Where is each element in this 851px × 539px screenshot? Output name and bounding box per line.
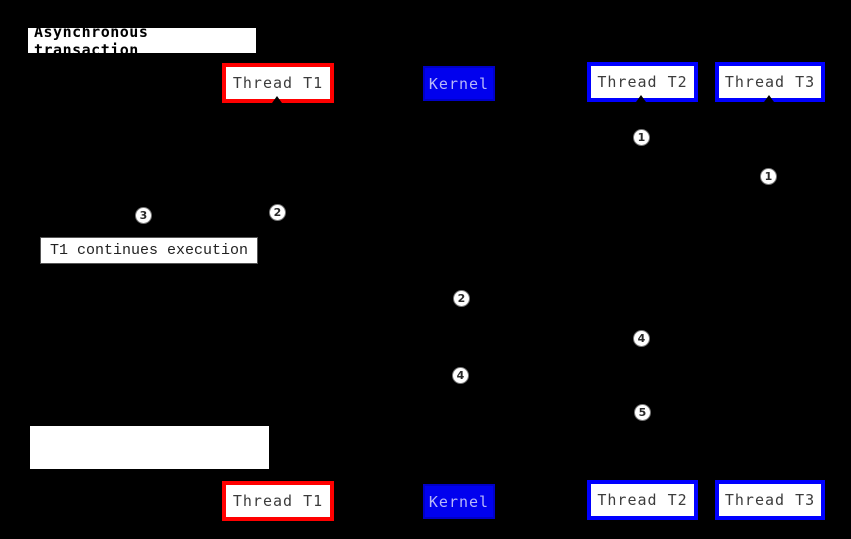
step-marker-5: 5 (634, 404, 651, 421)
lifeline-thread-t1-bottom: Thread T1 (222, 481, 334, 521)
step-marker-3: 3 (135, 207, 152, 224)
lifeline-kernel-bottom: Kernel (423, 484, 495, 519)
step-marker-4: 4 (452, 367, 469, 384)
lifeline-thread-t2-bottom: Thread T2 (587, 480, 698, 520)
arrowhead-icon (272, 96, 282, 103)
lifeline-kernel-top: Kernel (423, 66, 495, 101)
lifeline-thread-t3-bottom: Thread T3 (715, 480, 825, 520)
note-blank (30, 426, 269, 469)
diagram-title: Asynchronous transaction (28, 23, 256, 59)
step-marker-1: 1 (760, 168, 777, 185)
step-marker-2: 2 (453, 290, 470, 307)
arrowhead-icon (636, 95, 646, 102)
step-marker-4: 4 (633, 330, 650, 347)
step-marker-2: 2 (269, 204, 286, 221)
arrowhead-icon (764, 95, 774, 102)
note-t1-continues: T1 continues execution (40, 237, 258, 264)
step-marker-1: 1 (633, 129, 650, 146)
